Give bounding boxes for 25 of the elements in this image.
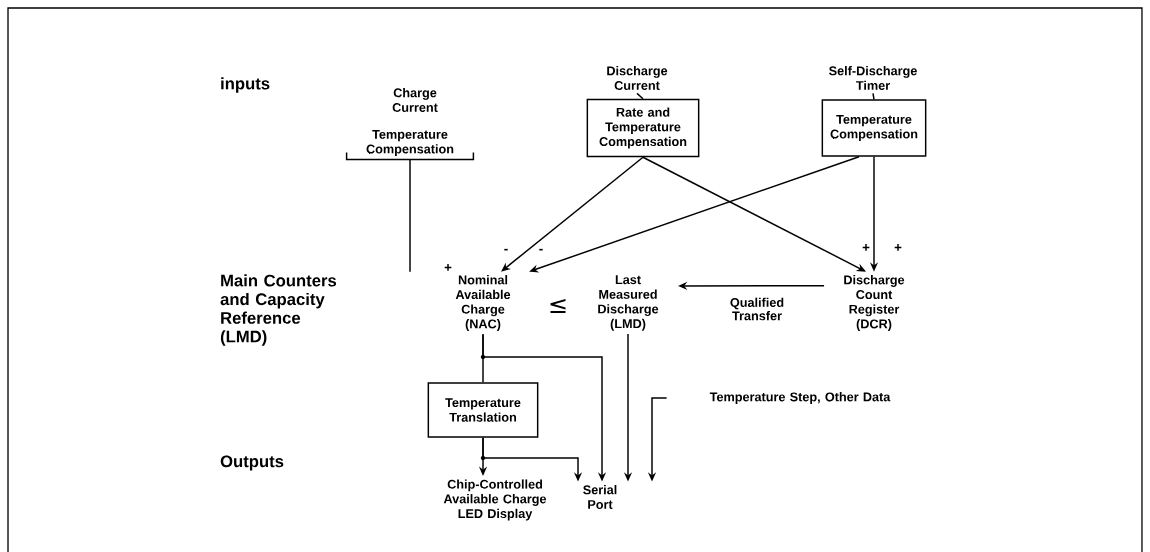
sign-label: - (539, 248, 543, 251)
arrow (642, 156, 866, 272)
edge-label: Qualified Transfer (720, 296, 794, 322)
comparison-sign: ≤ (550, 299, 566, 313)
process-box: Rate and Temperature Compensation (586, 98, 700, 158)
sign-label: + (894, 244, 902, 251)
arrow (501, 156, 644, 272)
sign-label: + (862, 244, 870, 251)
bracket-box: Temperature Compensation (345, 130, 475, 161)
node-text: Discharge Count Register (DCR) (844, 275, 905, 331)
node-text: Last Measured Discharge (LMD) (598, 275, 659, 331)
node-text: Temperature Step, Other Data (709, 392, 891, 404)
row-heading: inputs (221, 77, 270, 93)
sign-label: + (444, 264, 452, 271)
node-text: Serial Port (583, 485, 617, 509)
node-text: Self-Discharge Timer (829, 66, 917, 90)
node-text: Charge Current (392, 88, 438, 112)
process-box: Temperature Translation (427, 382, 539, 438)
process-box: Temperature Compensation (821, 99, 927, 157)
node-text: Chip-Controlled Available Charge LED Display (443, 479, 547, 521)
sign-label: - (504, 248, 508, 251)
node-text: Discharge Current (607, 66, 668, 90)
row-heading: Outputs (220, 455, 284, 471)
row-heading: Main Counters and Capacity Reference (LMD) (220, 274, 337, 346)
node-text: Nominal Available Charge (NAC) (455, 275, 511, 331)
